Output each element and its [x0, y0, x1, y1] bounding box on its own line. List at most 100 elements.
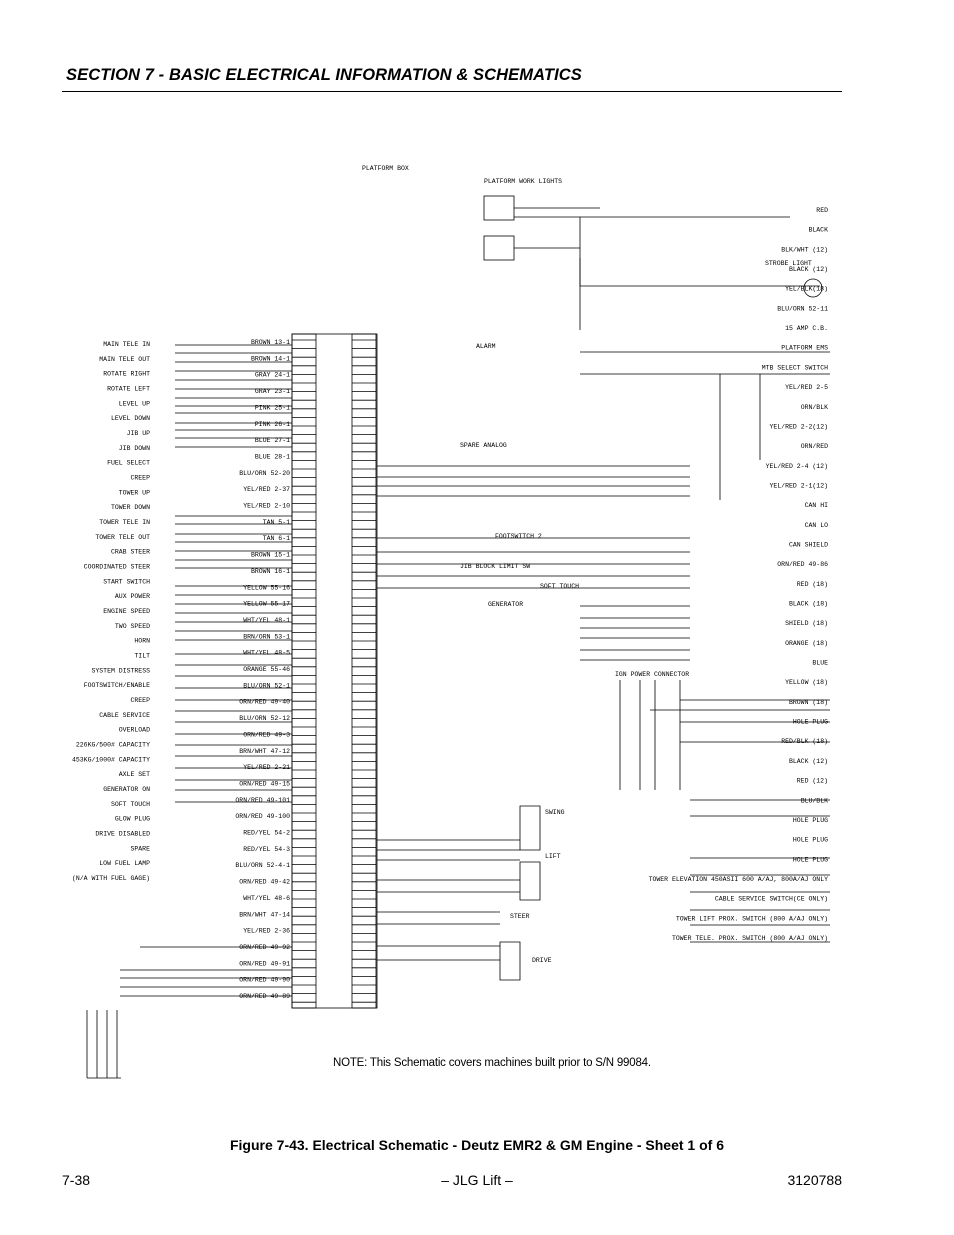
steer-label: STEER: [510, 913, 530, 920]
right-label: BLACK: [808, 227, 828, 234]
left-label: MAIN TELE OUT: [99, 356, 150, 363]
spare-analog-label: SPARE ANALOG: [460, 442, 507, 449]
left-label: ROTATE RIGHT: [103, 371, 150, 378]
right-label: HOLE PLUG: [793, 837, 828, 844]
right-label: ORN/RED: [801, 443, 828, 450]
left-label: JIB DOWN: [119, 445, 150, 452]
header-rule: [62, 91, 842, 92]
left-label: TWO SPEED: [115, 623, 150, 630]
right-label: ORN/BLK: [801, 404, 828, 411]
right-label: TOWER LIFT PROX. SWITCH (800 A/AJ ONLY): [676, 915, 828, 922]
left-label: ROTATE LEFT: [107, 386, 150, 393]
right-label: BLACK (12): [789, 266, 828, 273]
right-label: RED (12): [797, 778, 828, 785]
right-label: CABLE SERVICE SWITCH(CE ONLY): [715, 896, 828, 903]
left-label: SYSTEM DISTRESS: [91, 667, 150, 674]
wire-label: BRN/WHT 47-12: [239, 748, 290, 755]
wire-label: ORANGE 55-46: [243, 666, 290, 673]
left-label: TOWER TELE OUT: [95, 534, 150, 541]
wire-label: BLUE 28-1: [255, 454, 290, 461]
wire-label: YEL/RED 2-36: [243, 928, 290, 935]
right-label: HOLE PLUG: [793, 817, 828, 824]
wire-label: ORN/RED 49-3: [243, 731, 290, 738]
wire-label: WHT/YEL 48-5: [243, 650, 290, 657]
wire-label: ORN/RED 49-101: [235, 797, 290, 804]
wire-label: GRAY 24-1: [255, 372, 290, 379]
left-label: DRIVE DISABLED: [95, 831, 150, 838]
left-label: SOFT TOUCH: [111, 801, 150, 808]
jib-block-limit-label: JIB BLOCK LIMIT SW: [460, 563, 530, 570]
soft-touch-label: SOFT TOUCH: [540, 583, 579, 590]
right-label: YEL/RED 2-4 (12): [766, 463, 828, 470]
right-label: YEL/RED 2-2(12): [769, 423, 828, 430]
strobe-light-symbol: [803, 278, 823, 298]
left-label: TOWER UP: [119, 489, 150, 496]
left-label: 453KG/1000# CAPACITY: [72, 756, 150, 763]
right-label: BLK/WHT (12): [781, 246, 828, 253]
left-label: FUEL SELECT: [107, 460, 150, 467]
left-label: TOWER TELE IN: [99, 519, 150, 526]
left-label: CRAB STEER: [111, 549, 150, 556]
work-light-2: [483, 235, 515, 261]
right-label: YEL/RED 2-5: [785, 384, 828, 391]
wire-label: ORN/RED 49-90: [239, 977, 290, 984]
left-label: SPARE: [130, 845, 150, 852]
schematic-note: NOTE: This Schematic covers machines bui…: [333, 1057, 651, 1069]
left-label: MAIN TELE IN: [103, 341, 150, 348]
wire-label: BLUE 27-1: [255, 437, 290, 444]
right-label: RED (18): [797, 581, 828, 588]
right-label: BLU/BLK: [801, 797, 828, 804]
wire-label: PINK 25-1: [255, 404, 290, 411]
wire-label: ORN/RED 49-42: [239, 879, 290, 886]
left-label: AXLE SET: [119, 771, 150, 778]
footswitch-2-label: FOOTSWITCH 2: [495, 533, 542, 540]
right-label: RED/BLK (18): [781, 738, 828, 745]
ign-power-connector-label: IGN POWER CONNECTOR: [615, 671, 689, 678]
wire-label: YEL/RED 2-21: [243, 764, 290, 771]
right-label: BLU/ORN 52-11: [777, 305, 828, 312]
right-label: CAN SHIELD: [789, 542, 828, 549]
right-label: SHIELD (18): [785, 620, 828, 627]
right-label: BROWN (18): [789, 699, 828, 706]
pin-rows: [292, 339, 376, 1003]
wire-label: ORN/RED 49-15: [239, 781, 290, 788]
right-label: ORN/RED 49-86: [777, 561, 828, 568]
wire-label: ORN/RED 49-100: [235, 813, 290, 820]
left-label: GENERATOR ON: [103, 786, 150, 793]
left-label: OVERLOAD: [119, 727, 150, 734]
wire-label: ORN/RED 49-91: [239, 960, 290, 967]
wire-label: BROWN 15-1: [251, 552, 290, 559]
work-light-1: [483, 195, 515, 221]
alarm-label: ALARM: [476, 343, 496, 350]
wire-label: BROWN 13-1: [251, 339, 290, 346]
left-label: (N/A WITH FUEL GAGE): [72, 875, 150, 882]
wire-label: BLU/ORN 52-1: [243, 682, 290, 689]
platform-box-label: PLATFORM BOX: [362, 165, 409, 172]
left-label: 226KG/500# CAPACITY: [76, 742, 150, 749]
wire-label: YEL/RED 2-37: [243, 486, 290, 493]
right-label: PLATFORM EMS: [781, 345, 828, 352]
right-label: BLACK (12): [789, 758, 828, 765]
left-label: FOOTSWITCH/ENABLE: [84, 682, 150, 689]
right-label: YEL/RED 2-1(12): [769, 483, 828, 490]
wire-label: YELLOW 55-17: [243, 601, 290, 608]
right-label: ORANGE (18): [785, 640, 828, 647]
section-title: SECTION 7 - BASIC ELECTRICAL INFORMATION…: [66, 66, 582, 84]
wire-label: RED/YEL 54-3: [243, 846, 290, 853]
right-label: TOWER TELE. PROX. SWITCH (800 A/AJ ONLY): [672, 935, 828, 942]
left-label: TILT: [134, 653, 150, 660]
wire-label: BROWN 14-1: [251, 355, 290, 362]
swing-label: SWING: [545, 809, 565, 816]
left-label: AUX POWER: [115, 593, 150, 600]
left-label: CABLE SERVICE: [99, 712, 150, 719]
wire-label: RED/YEL 54-2: [243, 830, 290, 837]
right-label: CAN HI: [805, 502, 829, 509]
drive-label: DRIVE: [532, 957, 552, 964]
left-label: START SWITCH: [103, 578, 150, 585]
left-label: LEVEL DOWN: [111, 415, 150, 422]
left-label: GLOW PLUG: [115, 816, 150, 823]
wire-label: YEL/RED 2-10: [243, 503, 290, 510]
wire-label: BROWN 16-1: [251, 568, 290, 575]
